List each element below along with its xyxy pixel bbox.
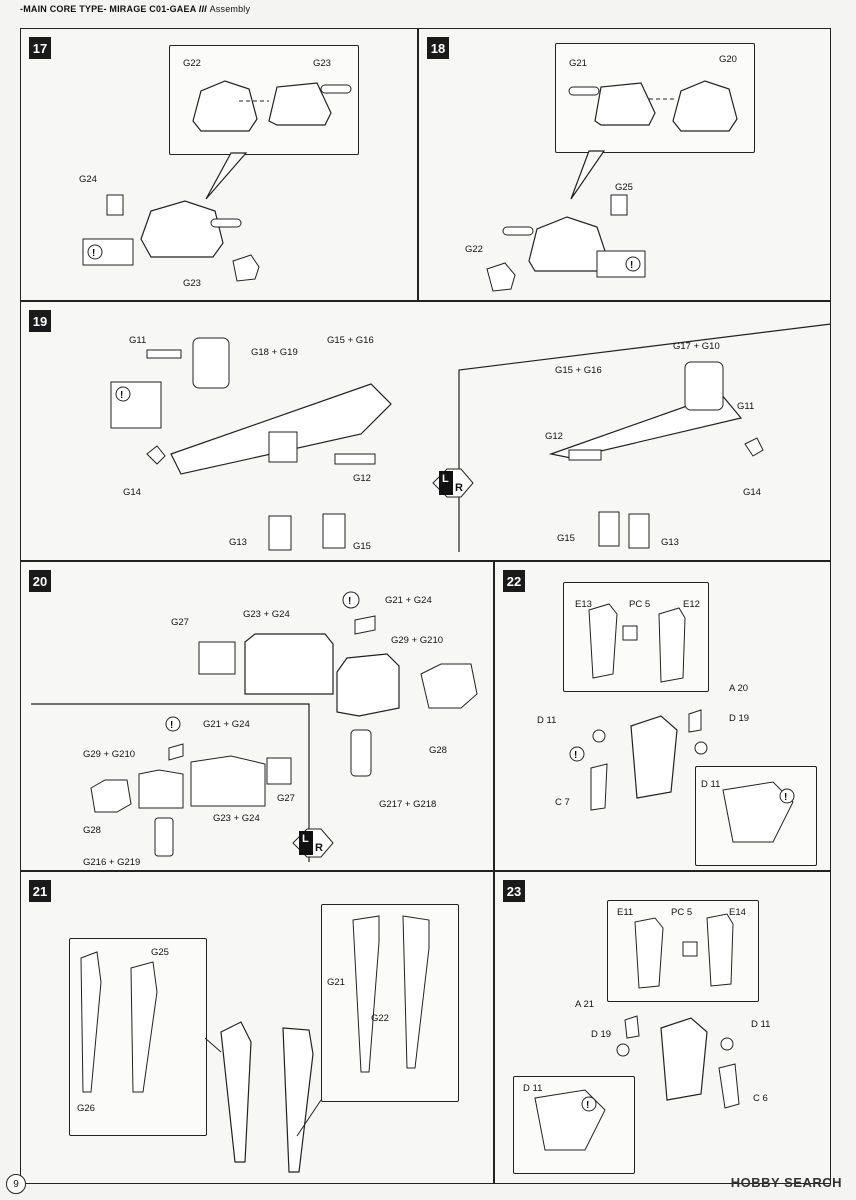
part-label: G21 — [327, 977, 345, 988]
lr-right: R — [455, 482, 463, 494]
part-label: G27 — [171, 617, 189, 628]
part-label: G23 + G24 — [243, 609, 290, 620]
svg-text:!: ! — [784, 792, 787, 803]
part-label: G25 — [151, 947, 169, 958]
part-illustration: ! — [534, 913, 740, 1151]
page-header: -MAIN CORE TYPE- MIRAGE C01-GAEA III Ass… — [20, 4, 250, 14]
part-label: G11 — [737, 401, 755, 412]
part-label: G24 — [79, 174, 97, 185]
part-label: G23 — [183, 278, 201, 289]
part-label: G27 — [277, 793, 295, 804]
part-label: G21 — [569, 58, 587, 69]
part-label: D 19 — [591, 1029, 612, 1040]
part-label: D 19 — [729, 713, 750, 724]
step-18-panel: 18 ! G21 G20 G25 G22 — [418, 28, 831, 301]
step-number: 17 — [29, 37, 51, 59]
part-label: G15 + G16 — [327, 335, 374, 346]
detail-callout — [321, 904, 459, 1102]
part-label: G13 — [229, 537, 247, 548]
part-label: G15 + G16 — [555, 365, 602, 376]
part-label: G26 — [77, 1103, 95, 1114]
part-label: G22 — [183, 58, 201, 69]
part-label: G12 — [545, 431, 563, 442]
part-label: D 11 — [701, 779, 721, 790]
part-label: G21 + G24 — [203, 719, 250, 730]
part-label: G13 — [661, 537, 679, 548]
part-label: D 11 — [751, 1019, 771, 1030]
part-label: G15 — [557, 533, 575, 544]
part-label: G28 — [83, 825, 101, 836]
part-label: G12 — [353, 473, 371, 484]
step-number: 21 — [29, 880, 51, 902]
part-label: G21 + G24 — [385, 595, 432, 606]
part-label: C 6 — [753, 1093, 768, 1104]
part-label: E11 — [617, 907, 634, 918]
part-label: G216 + G219 — [83, 857, 141, 868]
part-label: G22 — [465, 244, 483, 255]
lr-left: L — [302, 833, 309, 845]
part-label: G28 — [429, 745, 447, 756]
part-illustration: ! — [110, 323, 832, 552]
step-22-panel: 22 ! ! E13 PC 5 E12 A 20 D 11 D 19 C 7 D… — [494, 561, 831, 871]
part-label: G29 + G210 — [391, 635, 444, 646]
lr-right: R — [315, 842, 323, 854]
part-illustration: ! — [486, 80, 738, 292]
part-label: G23 + G24 — [213, 813, 260, 824]
part-label: C 7 — [555, 797, 570, 808]
header-title: -MAIN CORE TYPE- MIRAGE C01-GAEA — [20, 4, 197, 14]
part-label: G11 — [129, 335, 147, 346]
svg-text:!: ! — [92, 248, 95, 259]
part-label: D 11 — [523, 1083, 543, 1094]
part-illustration: ! ! — [569, 603, 795, 843]
step-20-panel: 20 ! ! L R G27 G23 + G24 G21 + G24 G29 +… — [20, 561, 494, 871]
step-number: 20 — [29, 570, 51, 592]
part-label: G14 — [743, 487, 761, 498]
svg-text:!: ! — [574, 750, 577, 761]
svg-text:!: ! — [630, 260, 633, 271]
header-sub: Assembly — [209, 4, 251, 14]
part-label: G23 — [313, 58, 331, 69]
page-number: 9 — [6, 1174, 26, 1194]
part-label: G17 + G10 — [673, 341, 720, 352]
step-17-panel: 17 ! G22 G23 G24 G23 — [20, 28, 418, 301]
part-label: D 11 — [537, 715, 557, 726]
left-right-symbol: L R — [291, 828, 335, 858]
part-label: A 21 — [575, 999, 595, 1010]
part-label: G20 — [719, 54, 737, 65]
step-21-panel: 21 G25 G26 G21 G22 — [20, 871, 494, 1184]
part-illustration: ! — [82, 80, 352, 282]
part-illustration — [80, 915, 430, 1173]
svg-text:!: ! — [120, 390, 123, 401]
svg-text:!: ! — [586, 1100, 589, 1111]
part-label: G217 + G218 — [379, 799, 437, 810]
part-label: E13 — [575, 599, 592, 610]
lr-left: L — [442, 473, 449, 485]
part-label: G18 + G19 — [251, 347, 298, 358]
step-number: 22 — [503, 570, 525, 592]
step-number: 18 — [427, 37, 449, 59]
step-number: 23 — [503, 880, 525, 902]
part-label: PC 5 — [671, 907, 693, 918]
part-label: G29 + G210 — [83, 749, 136, 760]
part-label: G14 — [123, 487, 141, 498]
part-label: A 20 — [729, 683, 749, 694]
part-label: G22 — [371, 1013, 389, 1024]
svg-text:!: ! — [348, 596, 351, 607]
step-23-panel: 23 ! E11 PC 5 E14 A 21 D 19 D 11 C 6 D 1… — [494, 871, 831, 1184]
part-label: PC 5 — [629, 599, 651, 610]
step-number: 19 — [29, 310, 51, 332]
header-roman: III — [198, 4, 207, 14]
part-label: E12 — [683, 599, 700, 610]
part-label: E14 — [729, 907, 746, 918]
step-19-panel: 19 ! L R G11 G18 + G19 G15 + G16 G14 G12… — [20, 301, 832, 561]
part-illustration: ! ! — [31, 591, 478, 862]
watermark: HOBBY SEARCH — [730, 1175, 842, 1190]
part-label: G15 — [353, 541, 371, 552]
part-label: G25 — [615, 182, 633, 193]
svg-text:!: ! — [170, 720, 173, 731]
left-right-symbol: L R — [431, 468, 475, 498]
